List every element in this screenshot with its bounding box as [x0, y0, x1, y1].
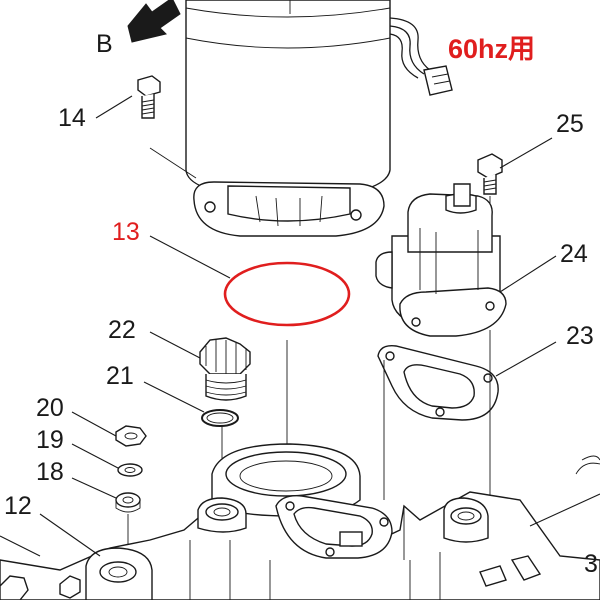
callout-3: 3 [584, 550, 598, 578]
washer-19 [71, 443, 143, 477]
callout-18: 18 [36, 458, 64, 486]
view-arrow-b [127, 0, 181, 43]
actuator-24 [375, 183, 557, 337]
frequency-note: 60hz用 [448, 34, 536, 64]
callout-25: 25 [556, 110, 584, 138]
o-ring-13 [223, 261, 351, 327]
washer-18 [71, 477, 141, 560]
callout-14: 14 [58, 104, 86, 132]
callout-24: 24 [560, 240, 588, 268]
motor-assembly [149, 0, 453, 237]
nut-20 [71, 411, 147, 447]
bolt-14 [95, 75, 161, 119]
callout-23: 23 [566, 322, 594, 350]
callout-13: 13 [112, 218, 140, 246]
callout-21: 21 [106, 362, 134, 390]
callout-19: 19 [36, 426, 64, 454]
gasket-23 [377, 330, 557, 520]
plug-22 [149, 331, 251, 401]
view-marker-b: B [96, 30, 113, 58]
callout-22: 22 [108, 316, 136, 344]
housing-12 [0, 443, 600, 600]
leader-13 [149, 235, 231, 279]
callout-20: 20 [36, 394, 64, 422]
callout-12: 12 [4, 492, 32, 520]
bolt-25 [477, 137, 553, 240]
